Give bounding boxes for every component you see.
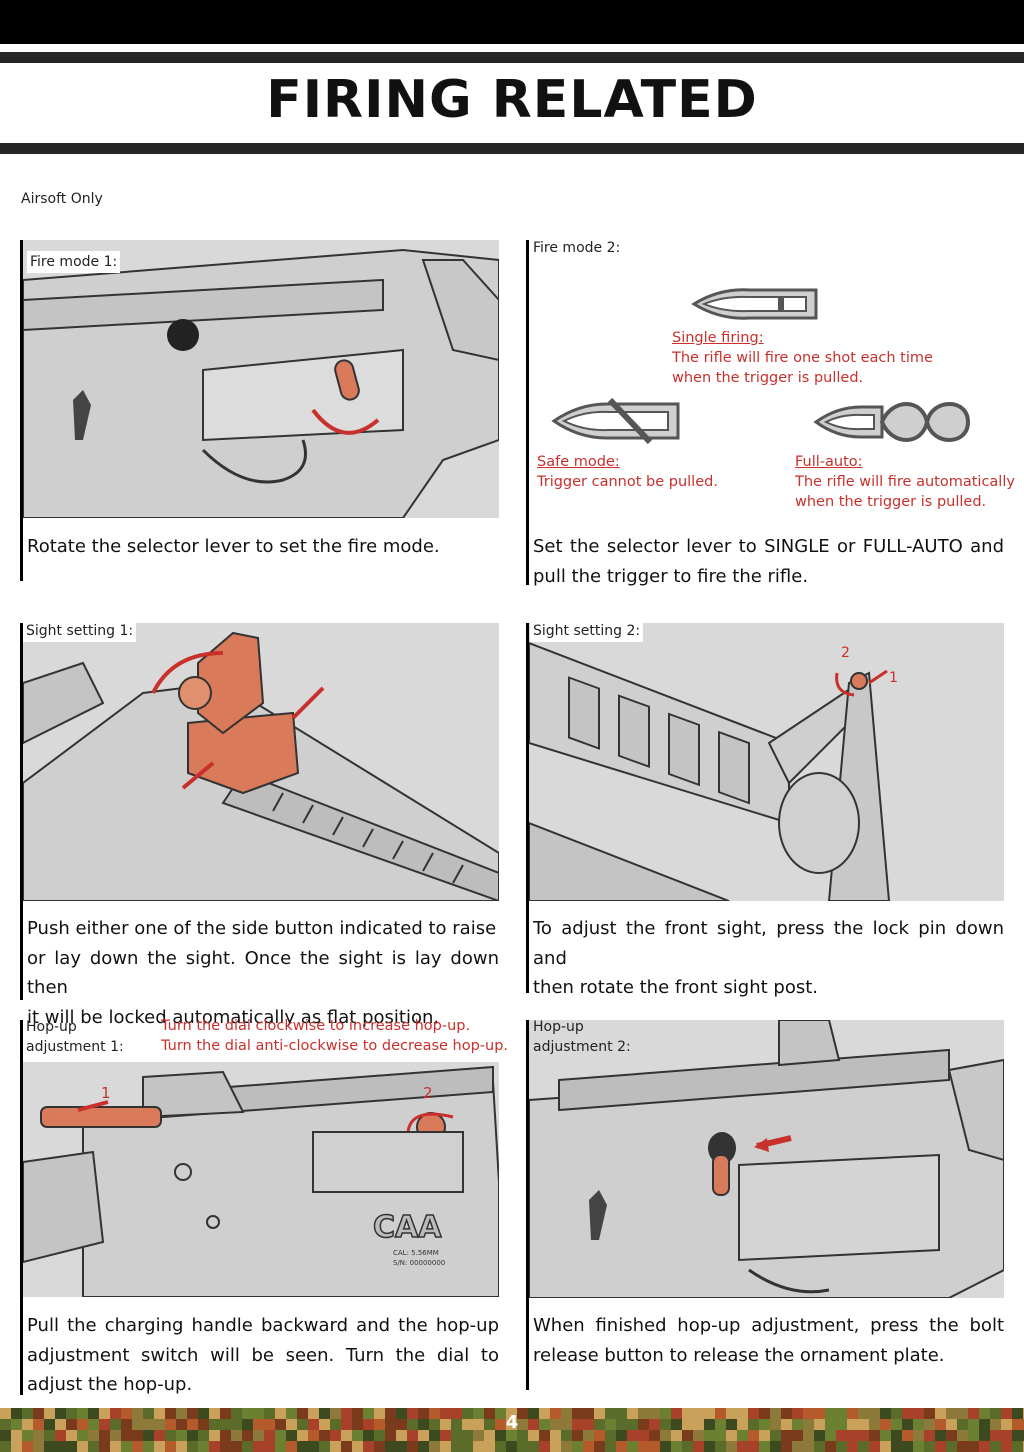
page-number: 4 (505, 1412, 519, 1433)
sight-setting-1-caption-line3: it will be locked automatically as flat … (27, 1006, 440, 1028)
hop-up-1-caption: Pull the charging handle backward and th… (27, 1311, 499, 1400)
page-title: FIRING RELATED (266, 70, 758, 130)
sight-setting-2-caption-line1: To adjust the front sight, press the loc… (533, 918, 1004, 969)
sight-setting-1-label: Sight setting 1: (23, 620, 137, 642)
panel-bar (20, 1020, 23, 1395)
hop-up-2-caption-line2: release button to release the ornament p… (533, 1344, 945, 1366)
hop-up-instruction-line1: Turn the dial clockwise to increase hop-… (161, 1018, 471, 1034)
marker-1: 1 (889, 670, 898, 686)
bullet-single-icon (691, 288, 818, 320)
fire-mode-1-illustration (23, 240, 499, 518)
fire-mode-1-label: Fire mode 1: (27, 251, 121, 273)
panel-bar (526, 240, 529, 585)
engraving-serial: S/N: 00000000 (393, 1259, 445, 1267)
camo-footer (0, 1408, 1024, 1452)
safe-mode-line1: Trigger cannot be pulled. (537, 474, 718, 490)
bullet-safe-icon (551, 397, 680, 445)
marker-2: 2 (841, 645, 850, 661)
hop-up-1-caption-line3: adjust the hop-up. (27, 1374, 193, 1395)
engraving-brand: CAA (373, 1210, 442, 1245)
hop-up-1-caption-line2: adjustment switch will be seen. Turn the… (27, 1344, 499, 1366)
hop-up-2-caption-line1: When finished hop-up adjustment, press t… (533, 1315, 1004, 1336)
single-firing-line1: The rifle will fire one shot each time (672, 350, 933, 366)
safe-mode-text: Safe mode: Trigger cannot be pulled. (537, 452, 718, 492)
sight-setting-2-illustration: 2 1 (529, 623, 1004, 901)
safe-mode-title: Safe mode: (537, 454, 620, 470)
fire-mode-1-caption: Rotate the selector lever to set the fir… (27, 536, 440, 557)
hop-up-2-label-line1: Hop-up (533, 1019, 584, 1035)
full-auto-line1: The rifle will fire automatically (795, 474, 1015, 490)
hop-up-2-label-line2: adjustment 2: (533, 1039, 631, 1055)
sight-setting-1-illustration (23, 623, 499, 901)
sight-setting-1-caption-line1: Push either one of the side button indic… (27, 918, 497, 939)
airsoft-note: Airsoft Only (21, 191, 103, 207)
marker-1: 1 (101, 1084, 111, 1102)
hop-up-dial-instructions: Turn the dial clockwise to increase hop-… (161, 1016, 508, 1056)
sight-setting-2-caption: To adjust the front sight, press the loc… (533, 914, 1004, 1003)
marker-2: 2 (423, 1084, 433, 1102)
single-firing-text: Single firing: The rifle will fire one s… (672, 328, 933, 388)
top-black-bar (0, 0, 1024, 44)
header-rule-top (0, 52, 1024, 63)
full-auto-text: Full-auto: The rifle will fire automatic… (795, 452, 1015, 512)
hop-up-2-caption: When finished hop-up adjustment, press t… (533, 1311, 1004, 1370)
full-auto-line2: when the trigger is pulled. (795, 494, 987, 510)
single-firing-line2: when the trigger is pulled. (672, 370, 864, 386)
fire-mode-2-caption-line2: pull the trigger to fire the rifle. (533, 565, 809, 587)
fire-mode-2-caption: Set the selector lever to SINGLE or FULL… (533, 532, 1004, 591)
sight-setting-2-caption-line2: then rotate the front sight post. (533, 977, 819, 998)
hop-up-1-caption-line1: Pull the charging handle backward and th… (27, 1315, 499, 1336)
panel-bar (20, 240, 23, 581)
hop-up-2-label: Hop-up adjustment 2: (530, 1016, 634, 1058)
hop-up-instruction-line2: Turn the dial anti-clockwise to decrease… (161, 1038, 509, 1054)
hop-up-1-label-line1: Hop-up (26, 1019, 77, 1035)
header-rule-bottom (0, 143, 1024, 154)
full-auto-title: Full-auto: (795, 454, 863, 470)
panel-bar (20, 623, 23, 1000)
panel-bar (526, 623, 529, 993)
sight-setting-1-caption: Push either one of the side button indic… (27, 914, 499, 1032)
single-firing-title: Single firing: (672, 330, 764, 346)
bullet-auto-icon (813, 402, 971, 442)
engraving-caliber: CAL: 5.56MM (393, 1249, 439, 1257)
hop-up-2-illustration (529, 1020, 1004, 1298)
hop-up-1-label-line2: adjustment 1: (26, 1039, 124, 1055)
fire-mode-2-caption-line1: Set the selector lever to SINGLE or FULL… (533, 536, 1004, 557)
sight-setting-1-caption-line2: or lay down the sight. Once the sight is… (27, 947, 499, 999)
hop-up-1-illustration: 1 2 CAA CAL: 5.56MM S/N: 00000000 (23, 1062, 499, 1297)
sight-setting-2-label: Sight setting 2: (530, 620, 644, 642)
panel-bar (526, 1020, 529, 1390)
hop-up-1-label: Hop-up adjustment 1: (23, 1016, 127, 1058)
fire-mode-2-label: Fire mode 2: (533, 240, 621, 256)
